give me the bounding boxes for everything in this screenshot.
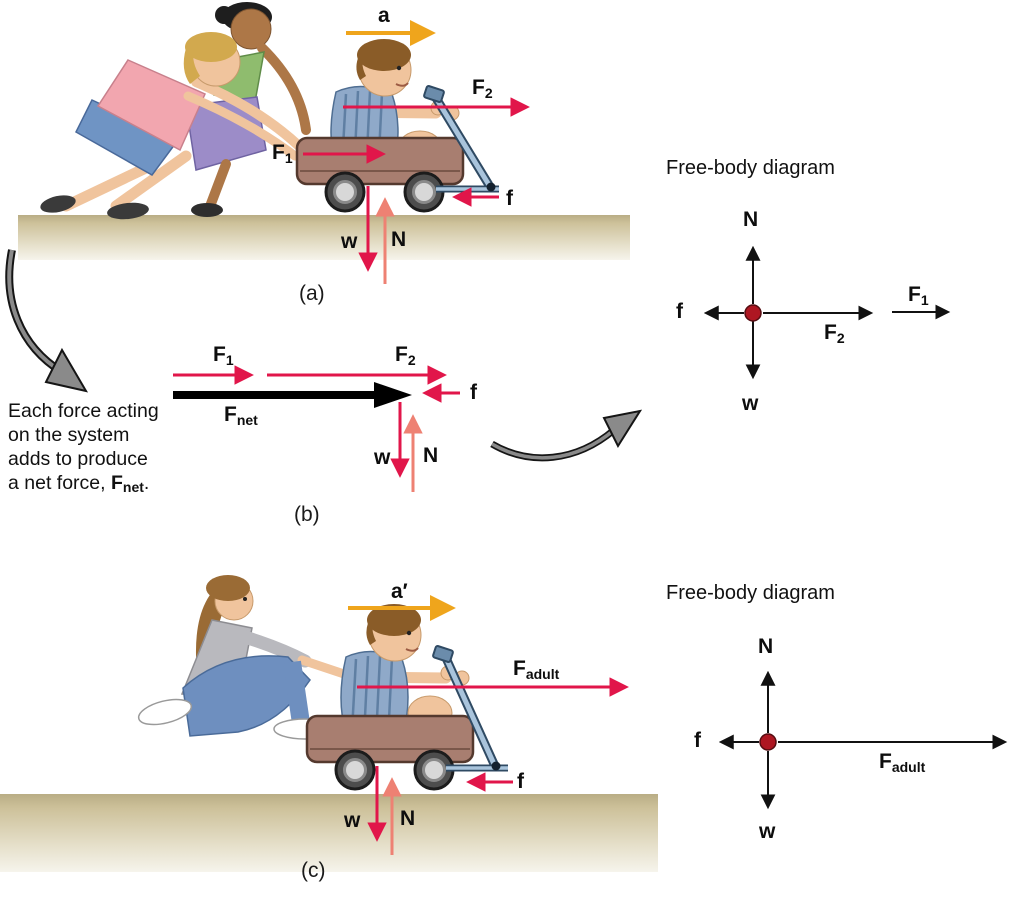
panel-c-force-arrows (348, 595, 629, 855)
wagon-handle-illustration (432, 645, 508, 772)
ground-panel-a (18, 215, 630, 260)
label-friction-c: f (517, 770, 524, 793)
label-fnet-b: Fnet (224, 403, 258, 428)
net-force-arrow-b (173, 382, 412, 408)
panel-b-force-arrows (173, 365, 460, 492)
label-normal-a: N (391, 228, 407, 251)
fbd-bottom-title: Free-body diagram (666, 582, 835, 604)
fbd-top-label-f1: F1 (908, 283, 929, 308)
fbd-top-label-normal: N (743, 208, 759, 231)
wagon-illustration (295, 136, 465, 213)
curved-arrow-icon (490, 409, 643, 462)
wagon-illustration (305, 714, 475, 791)
label-f2-b: F2 (395, 343, 416, 368)
label-acceleration-a: a (378, 4, 390, 27)
panel-a-force-arrows (303, 20, 530, 284)
fbd-bottom-label-f-adult: Fadult (879, 750, 926, 775)
label-f1-b: F1 (213, 343, 234, 368)
fbd-top-point-mass (744, 304, 762, 322)
wagon-handle-illustration (423, 85, 499, 193)
label-weight-a: w (341, 230, 358, 253)
free-body-diagram-top (703, 245, 951, 380)
fbd-bottom-point-mass (759, 733, 777, 751)
label-f-adult-c: Fadult (513, 657, 560, 682)
fbd-top-label-weight: w (742, 392, 759, 415)
label-weight-b: w (374, 446, 391, 469)
label-friction-b: f (470, 381, 477, 404)
fbd-bottom-label-weight: w (759, 820, 776, 843)
label-acceleration-c: a′ (391, 580, 408, 603)
fbd-bottom-label-normal: N (758, 635, 774, 658)
fbd-bottom-label-friction: f (694, 729, 701, 752)
children-pushing-illustration (40, 2, 311, 220)
fbd-top-label-f2: F2 (824, 321, 845, 346)
curved-arrow-icon (5, 249, 89, 393)
fbd-top-label-friction: f (676, 300, 683, 323)
fbd-top-title: Free-body diagram (666, 157, 835, 179)
caption-panel-a: (a) (299, 282, 325, 305)
ground-panel-c (0, 794, 658, 872)
label-weight-c: w (344, 809, 361, 832)
free-body-diagram-bottom (718, 670, 1008, 810)
adult-pushing-illustration (137, 575, 367, 740)
caption-panel-c: (c) (301, 859, 326, 882)
net-force-annotation: Each force acting on the system adds to … (8, 400, 159, 495)
label-normal-b: N (423, 444, 439, 467)
label-f2-a: F2 (472, 76, 493, 101)
label-f1-a: F1 (272, 141, 293, 166)
label-friction-a: f (506, 187, 513, 210)
label-normal-c: N (400, 807, 416, 830)
caption-panel-b: (b) (294, 503, 320, 526)
